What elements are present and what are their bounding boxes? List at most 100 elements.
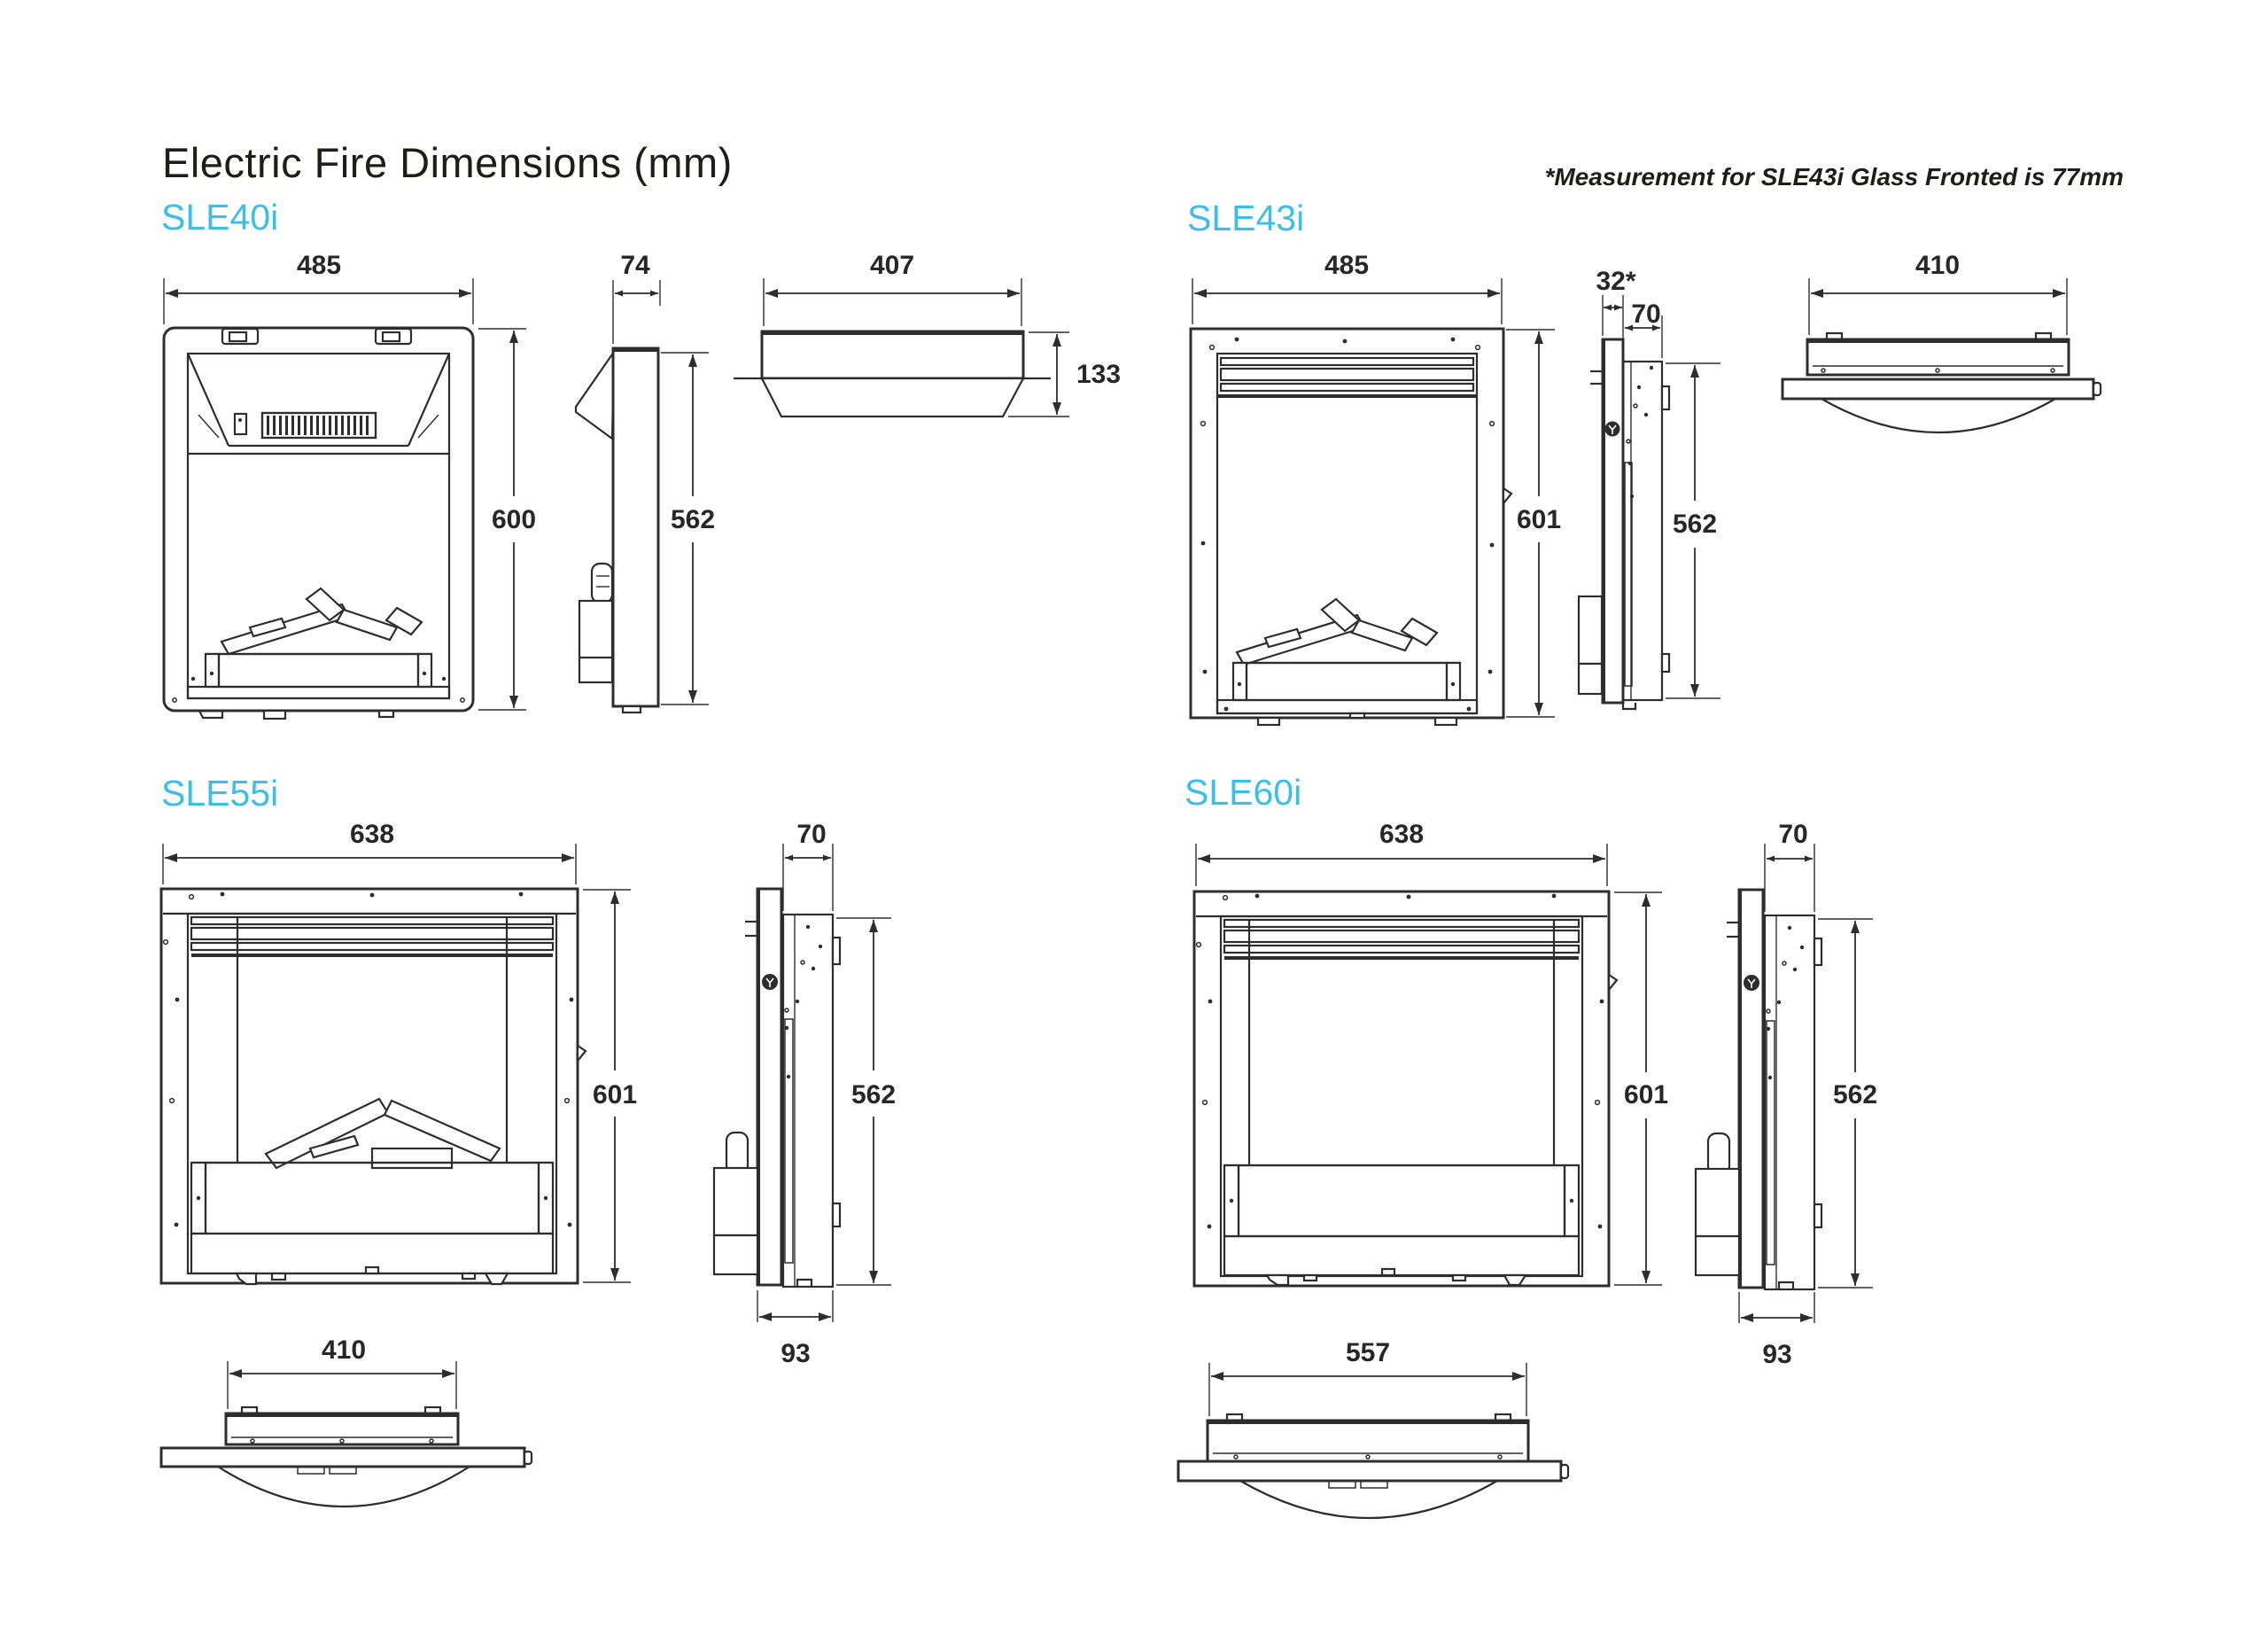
sle60i-side-height-dim: 562	[1818, 918, 1877, 1289]
section-label-sle55i: SLE55i	[161, 773, 279, 814]
sle40i-side-motor-tab	[590, 562, 614, 604]
sle60i-front-view	[1192, 890, 1619, 1288]
dim-sle55i-side-depth: 70	[796, 820, 826, 849]
sle55i-side-screws	[784, 924, 823, 1079]
section-label-sle60i: SLE60i	[1184, 772, 1302, 813]
sle40i-top-clips	[221, 327, 413, 346]
sle43i-top-width-dim: 410	[1808, 251, 2068, 335]
dim-sle43i-side-front-depth: 32*	[1596, 267, 1635, 296]
dim-sle43i-front-height: 601	[1517, 505, 1561, 534]
dim-sle43i-side-height: 562	[1673, 510, 1717, 539]
section-label-sle43i: SLE43i	[1187, 198, 1305, 238]
sle60i-grille-slats	[1223, 918, 1581, 960]
sle43i-log-set	[1235, 597, 1439, 666]
page-title: Electric Fire Dimensions (mm)	[162, 139, 733, 186]
sle40i-front-view	[162, 326, 475, 720]
sle55i-control-knob-icon	[762, 974, 778, 990]
sle43i-front-width-dim: 485	[1192, 251, 1503, 324]
dim-sle55i-front-height: 601	[593, 1080, 637, 1109]
sle60i-side-clip	[1607, 972, 1619, 993]
dim-sle60i-front-width: 638	[1379, 820, 1424, 849]
sle60i-front-height-dim: 601	[1614, 891, 1668, 1286]
sle43i-front-view	[1189, 327, 1513, 727]
sle43i-side-box	[1577, 595, 1604, 666]
sle55i-side-view	[712, 887, 842, 1289]
dim-sle60i-front-height: 601	[1624, 1080, 1668, 1109]
dim-sle60i-side-depth: 70	[1778, 820, 1807, 849]
sle40i-front-height-dim: 600	[478, 328, 536, 711]
sle40i-top-depth-dim: 133	[1008, 331, 1121, 417]
sle60i-feet	[1265, 1267, 1528, 1287]
sle40i-front-width-dim: 485	[163, 251, 474, 324]
dim-sle55i-side-base-depth: 93	[781, 1339, 810, 1368]
sle60i-control-knob-icon	[1744, 975, 1759, 991]
sle40i-canopy	[186, 353, 451, 455]
dim-sle60i-side-base-depth: 93	[1762, 1340, 1791, 1369]
dim-sle55i-front-width: 638	[350, 820, 394, 849]
dim-sle40i-side-depth: 74	[620, 251, 650, 280]
sle43i-side-height-dim: 562	[1666, 362, 1720, 699]
dim-sle43i-front-width: 485	[1324, 251, 1369, 280]
sle40i-side-view	[574, 346, 660, 714]
sle60i-side-view	[1694, 888, 1823, 1291]
dim-sle55i-top-width: 410	[322, 1335, 366, 1365]
sle43i-side-view	[1577, 338, 1671, 711]
sle55i-front-height-dim: 601	[583, 889, 637, 1283]
sle60i-side-screws	[1766, 925, 1805, 1080]
sle43i-feet	[1256, 712, 1458, 727]
sle43i-control-knob-icon	[1604, 421, 1620, 437]
sle43i-screws	[1200, 337, 1495, 712]
sle55i-fuel-tray	[190, 1161, 555, 1275]
dim-sle40i-front-height: 600	[492, 505, 536, 534]
sle60i-top-width-dim: 557	[1208, 1338, 1527, 1416]
sle55i-feet	[235, 1265, 509, 1286]
dim-sle60i-side-height: 562	[1833, 1080, 1877, 1109]
footnote: *Measurement for SLE43i Glass Fronted is…	[1544, 163, 2124, 191]
sle43i-fuel-tray	[1216, 661, 1479, 715]
sle55i-side-clip	[576, 1043, 587, 1064]
sle55i-front-view	[159, 887, 587, 1286]
sle43i-grille-slats	[1217, 356, 1477, 398]
dim-sle40i-top-width: 407	[870, 251, 914, 280]
sle55i-side-depth-dim: 70	[782, 820, 834, 911]
sle43i-side-clip	[1502, 486, 1513, 507]
sle60i-screws	[1195, 893, 1604, 1229]
sle60i-fuel-tray	[1223, 1164, 1581, 1277]
dim-sle40i-front-width: 485	[297, 251, 341, 280]
sle40i-heater-grille	[233, 411, 377, 440]
sle55i-screws	[162, 891, 574, 1227]
sle60i-front-width-dim: 638	[1195, 820, 1608, 886]
dim-sle40i-top-depth: 133	[1076, 360, 1121, 389]
dim-sle60i-top-width: 557	[1346, 1338, 1390, 1367]
sle40i-feet	[198, 709, 395, 720]
sle40i-log-set	[220, 587, 423, 656]
sle55i-top-width-dim: 410	[227, 1335, 457, 1409]
sle43i-top-view	[1781, 331, 2102, 434]
sle55i-side-box	[712, 1166, 759, 1237]
sle40i-side-depth-dim: 74	[612, 251, 661, 344]
sle55i-grille-slats	[190, 915, 555, 957]
sle43i-front-height-dim: 601	[1506, 329, 1561, 718]
sle43i-side-screws	[1626, 365, 1654, 499]
sle40i-side-control-box	[578, 599, 614, 684]
sle40i-top-width-dim: 407	[763, 251, 1022, 326]
dim-sle43i-top-width: 410	[1915, 251, 1960, 280]
dim-sle40i-side-height: 562	[671, 505, 715, 534]
sle43i-side-depth-dim: 70	[1625, 300, 1663, 358]
section-label-sle40i: SLE40i	[161, 197, 279, 237]
sle55i-front-width-dim: 638	[162, 820, 577, 884]
sle60i-side-base-depth-dim: 93	[1738, 1292, 1815, 1369]
dim-sle43i-side-depth: 70	[1631, 300, 1660, 329]
sle40i-fuel-tray	[172, 652, 465, 703]
sle55i-side-base-depth-dim: 93	[757, 1290, 834, 1368]
sle55i-top-view	[159, 1405, 533, 1508]
sle60i-side-depth-dim: 70	[1764, 820, 1815, 912]
sle60i-side-box	[1694, 1167, 1741, 1238]
sle43i-side-front-depth-dim: 32*	[1596, 267, 1636, 357]
sle40i-side-height-dim: 562	[661, 352, 715, 705]
sle60i-top-view	[1177, 1413, 1570, 1520]
dim-sle55i-side-height: 562	[851, 1080, 896, 1109]
sle55i-side-height-dim: 562	[836, 917, 896, 1286]
